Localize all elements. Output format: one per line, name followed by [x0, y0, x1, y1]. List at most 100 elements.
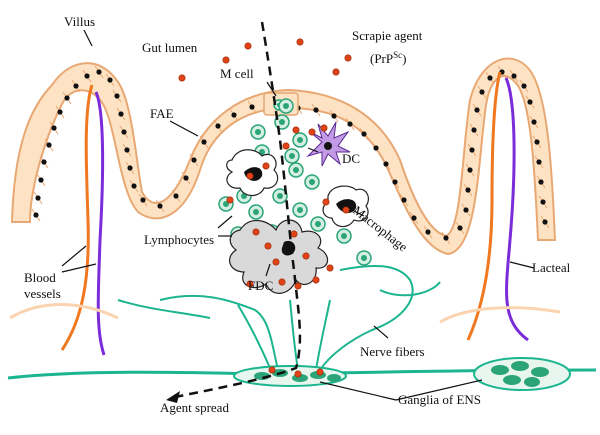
epithelial-nucleus: [313, 107, 319, 113]
epithelial-nucleus: [457, 225, 463, 231]
lacteal-left: [94, 91, 106, 356]
epithelium: [10, 57, 557, 256]
label-macrophage: Macrophage: [350, 203, 411, 255]
epithelial-nucleus: [173, 193, 179, 199]
blood-vessel-left: [60, 84, 94, 351]
epithelial-nucleus: [191, 157, 197, 163]
epithelial-nucleus: [118, 111, 124, 117]
agent-particle: [272, 258, 280, 266]
agent-particle: [222, 56, 230, 64]
label-lymphocytes: Lymphocytes: [144, 232, 214, 247]
label-vessels: vessels: [24, 286, 61, 301]
epithelial-nucleus: [425, 229, 431, 235]
macrophage-upper: [226, 149, 279, 197]
lymphocyte-nucleus: [315, 221, 321, 227]
agent-particle: [312, 276, 320, 284]
agent-particle: [278, 278, 286, 286]
label-fdc: FDC: [248, 278, 273, 293]
label-gut-lumen: Gut lumen: [142, 40, 198, 55]
epithelial-nucleus: [465, 187, 471, 193]
lymphocyte-nucleus: [293, 167, 299, 173]
epithelial-nucleus: [127, 165, 133, 171]
label-blood: Blood: [24, 270, 56, 285]
epithelial-nucleus: [140, 197, 146, 203]
epithelial-nucleus: [536, 159, 542, 165]
epithelial-nucleus: [383, 161, 389, 167]
lacteal-right: [504, 77, 529, 342]
lymphocyte-nucleus: [289, 153, 295, 159]
agent-spread-arrowhead: [166, 391, 180, 403]
agent-particle: [290, 230, 298, 238]
agent-particle: [332, 68, 340, 76]
epithelial-nucleus: [487, 75, 493, 81]
epithelial-nucleus: [57, 109, 63, 115]
epithelial-nucleus: [131, 183, 137, 189]
label-m-cell: M cell: [220, 66, 254, 81]
agent-particle: [316, 368, 324, 376]
agent-spread-path: [166, 21, 302, 403]
epithelial-nucleus: [215, 123, 221, 129]
lymphocyte-nucleus: [283, 103, 289, 109]
epithelial-nucleus: [107, 77, 113, 83]
epithelial-nucleus: [38, 177, 44, 183]
epithelial-nucleus: [157, 203, 163, 209]
epithelial-nucleus: [534, 139, 540, 145]
epithelial-nucleus: [521, 83, 527, 89]
epithelial-nucleus: [392, 179, 398, 185]
agent-particle: [302, 252, 310, 260]
epithelial-nucleus: [331, 113, 337, 119]
ganglion-left: [233, 365, 347, 387]
epithelial-nucleus: [401, 197, 407, 203]
agent-particle: [264, 242, 272, 250]
epithelial-nucleus: [84, 73, 90, 79]
label-ganglia: Ganglia of ENS: [398, 392, 481, 407]
epithelial-nucleus: [361, 131, 367, 137]
epithelial-nucleus: [201, 139, 207, 145]
lymphocyte-nucleus: [255, 129, 261, 135]
epithelial-nucleus: [540, 199, 546, 205]
agent-particle: [282, 142, 290, 150]
lymphocyte-nucleus: [309, 179, 315, 185]
agent-particle: [326, 264, 334, 272]
lymphocyte-nucleus: [253, 209, 259, 215]
label-scrapie-agent: Scrapie agent: [352, 28, 423, 43]
epithelial-nucleus: [121, 129, 127, 135]
epithelial-nucleus: [33, 212, 39, 218]
agent-particle: [178, 74, 186, 82]
label-fae: FAE: [150, 106, 174, 121]
label-nerve-fibers: Nerve fibers: [360, 344, 425, 359]
agent-particle: [246, 280, 254, 288]
epithelial-nucleus: [542, 219, 548, 225]
lymphocyte-nucleus: [297, 207, 303, 213]
dendritic-cell: [306, 121, 351, 167]
epithelial-nucleus: [249, 104, 255, 110]
epithelial-nucleus: [511, 73, 517, 79]
agent-particle: [308, 128, 316, 136]
agent-particle: [320, 124, 328, 132]
agent-particle: [296, 38, 304, 46]
epithelial-nucleus: [467, 167, 473, 173]
blood-vessel-right: [466, 71, 502, 341]
epithelial-nucleus: [373, 145, 379, 151]
epithelial-nucleus: [183, 175, 189, 181]
epithelial-nucleus: [469, 147, 475, 153]
lymphocyte-nucleus: [279, 119, 285, 125]
submucosa-lines: [9, 303, 561, 324]
lymphocyte-nucleus: [297, 137, 303, 143]
agent-particle: [322, 198, 330, 206]
epithelial-nucleus: [411, 215, 417, 221]
epithelial-nucleus: [51, 125, 57, 131]
label-villus: Villus: [64, 14, 95, 29]
epithelial-nucleus: [347, 121, 353, 127]
agent-particle: [294, 370, 302, 378]
agent-particle: [344, 54, 352, 62]
lymphocyte-nucleus: [361, 255, 367, 261]
label-dc: DC: [342, 151, 360, 166]
epithelial-nucleus: [64, 95, 70, 101]
epithelial-nucleus: [538, 179, 544, 185]
agent-particle: [294, 282, 302, 290]
epithelial-nucleus: [96, 69, 102, 75]
agent-particle: [252, 228, 260, 236]
macrophage-right: [322, 185, 369, 228]
